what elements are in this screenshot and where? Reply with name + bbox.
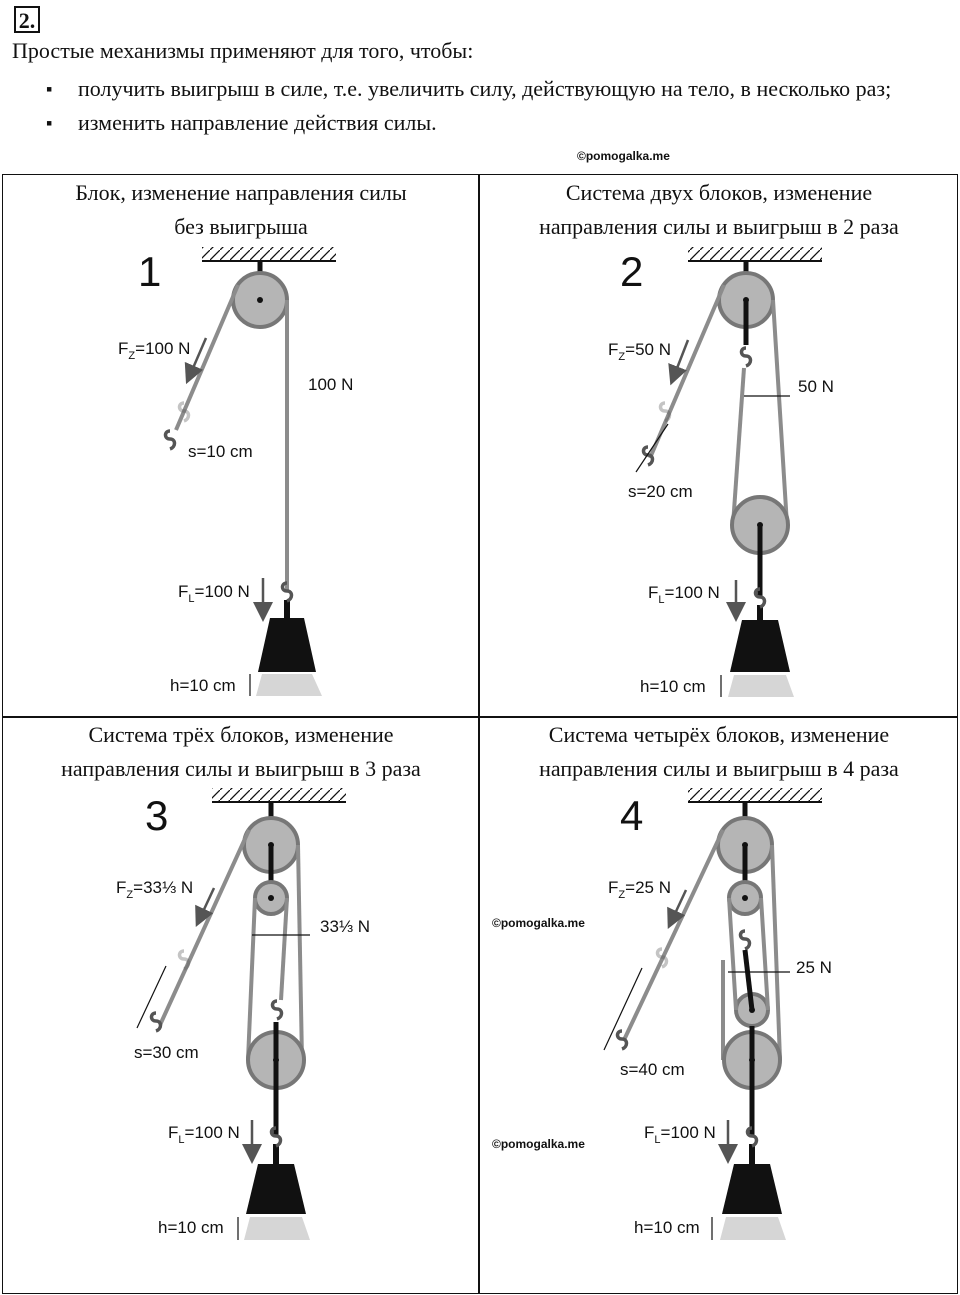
- bullet-item: получить выигрыш в силе, т.е. увеличить …: [46, 72, 926, 106]
- weight: [730, 620, 790, 672]
- force-arrow: [195, 887, 216, 928]
- watermark: ©pomogalka.me: [492, 916, 585, 930]
- ghost-weight: [256, 674, 322, 696]
- height-label: h=10 cm: [640, 677, 706, 696]
- rope: [648, 284, 726, 459]
- ceiling: [688, 247, 822, 261]
- force-arrow: [184, 337, 208, 385]
- rope: [296, 844, 304, 1061]
- rope-tension-label: 50 N: [798, 377, 834, 396]
- rope: [759, 897, 770, 1011]
- distance-label: s=10 cm: [188, 442, 253, 461]
- height-label: h=10 cm: [634, 1218, 700, 1237]
- panel-1-title: Блок, изменение направления силы без выи…: [6, 176, 476, 244]
- rope: [279, 897, 289, 1001]
- fz-label: FZ=100 N: [118, 339, 190, 362]
- title-line: направления силы и выигрыш в 3 раза: [61, 756, 421, 781]
- title-line: направления силы и выигрыш в 2 раза: [539, 214, 899, 239]
- fz-label: FZ=50 N: [608, 340, 671, 363]
- distance-label: s=30 cm: [134, 1043, 199, 1062]
- fl-label: FL=100 N: [168, 1123, 240, 1146]
- distance-bracket: [635, 423, 669, 473]
- distance-bracket: [603, 967, 643, 1051]
- panel-1-figure: 1 FZ=100 N 100 N s=10 cm FL=100 N h=10 c…: [118, 247, 353, 696]
- weight: [722, 1164, 782, 1214]
- weight: [258, 618, 316, 672]
- rope: [771, 299, 789, 526]
- distance-bracket: [136, 965, 167, 1029]
- title-line: направления силы и выигрыш в 4 раза: [539, 756, 899, 781]
- rope: [158, 829, 251, 1026]
- panel-number: 3: [145, 792, 168, 839]
- title-line: Система двух блоков, изменение: [565, 180, 873, 205]
- bullet-item: изменить направление действия силы.: [46, 106, 926, 140]
- rope-tension-label: 100 N: [308, 375, 353, 394]
- fl-label: FL=100 N: [648, 583, 720, 606]
- rope: [731, 367, 746, 526]
- force-arrow: [667, 889, 688, 930]
- panel-2-figure: 2 FZ=50 N 50 N s=20 cm FL=100 N h=10 cm: [608, 247, 834, 697]
- force-arrow: [668, 339, 690, 386]
- panel-3-figure: 3 FZ=33⅓ N 33⅓ N s=30 cm FL=100 N h=10 c…: [116, 788, 370, 1240]
- rope-tension-label: 25 N: [796, 958, 832, 977]
- weight: [246, 1164, 306, 1214]
- rope: [174, 284, 240, 431]
- rope: [246, 897, 257, 1061]
- watermark: ©pomogalka.me: [492, 1137, 585, 1151]
- panel-number: 1: [138, 248, 161, 295]
- title-line: Блок, изменение направления силы: [75, 180, 407, 205]
- watermark: ©pomogalka.me: [577, 149, 670, 163]
- fl-label: FL=100 N: [178, 582, 250, 605]
- panel-number: 2: [620, 248, 643, 295]
- rope-tension-label: 33⅓ N: [320, 917, 370, 936]
- rope: [727, 897, 738, 1011]
- panel-2-title: Система двух блоков, изменение направлен…: [484, 176, 954, 244]
- table-divider: [2, 716, 958, 718]
- task-number: 2.: [14, 6, 40, 33]
- title-line: Система трёх блоков, изменение: [88, 722, 394, 747]
- ceiling: [212, 788, 346, 802]
- fz-label: FZ=33⅓ N: [116, 878, 193, 901]
- title-line: без выигрыша: [174, 214, 308, 239]
- panel-number: 4: [620, 792, 643, 839]
- panel-3-title: Система трёх блоков, изменение направлен…: [6, 718, 476, 786]
- figure-table: [2, 174, 958, 1294]
- rope: [770, 844, 782, 1061]
- ghost-weight: [244, 1217, 310, 1240]
- distance-label: s=20 cm: [628, 482, 693, 501]
- distance-label: s=40 cm: [620, 1060, 685, 1079]
- ghost-weight: [728, 675, 794, 697]
- height-label: h=10 cm: [170, 676, 236, 695]
- height-label: h=10 cm: [158, 1218, 224, 1237]
- fl-label: FL=100 N: [644, 1123, 716, 1146]
- title-line: Система четырёх блоков, изменение: [548, 722, 890, 747]
- rope: [622, 829, 725, 1041]
- intro-text: Простые механизмы применяют для того, чт…: [12, 38, 474, 63]
- table-divider: [478, 174, 480, 1294]
- fz-label: FZ=25 N: [608, 878, 671, 901]
- ghost-weight: [720, 1217, 786, 1240]
- bullet-list: получить выигрыш в силе, т.е. увеличить …: [46, 72, 926, 140]
- panel-4-figure: 4 FZ=25 N 25 N s=40 cm FL=100 N h=10 cm: [603, 788, 832, 1240]
- ceiling: [688, 788, 822, 802]
- panel-4-title: Система четырёх блоков, изменение направ…: [484, 718, 954, 786]
- ceiling: [202, 247, 336, 261]
